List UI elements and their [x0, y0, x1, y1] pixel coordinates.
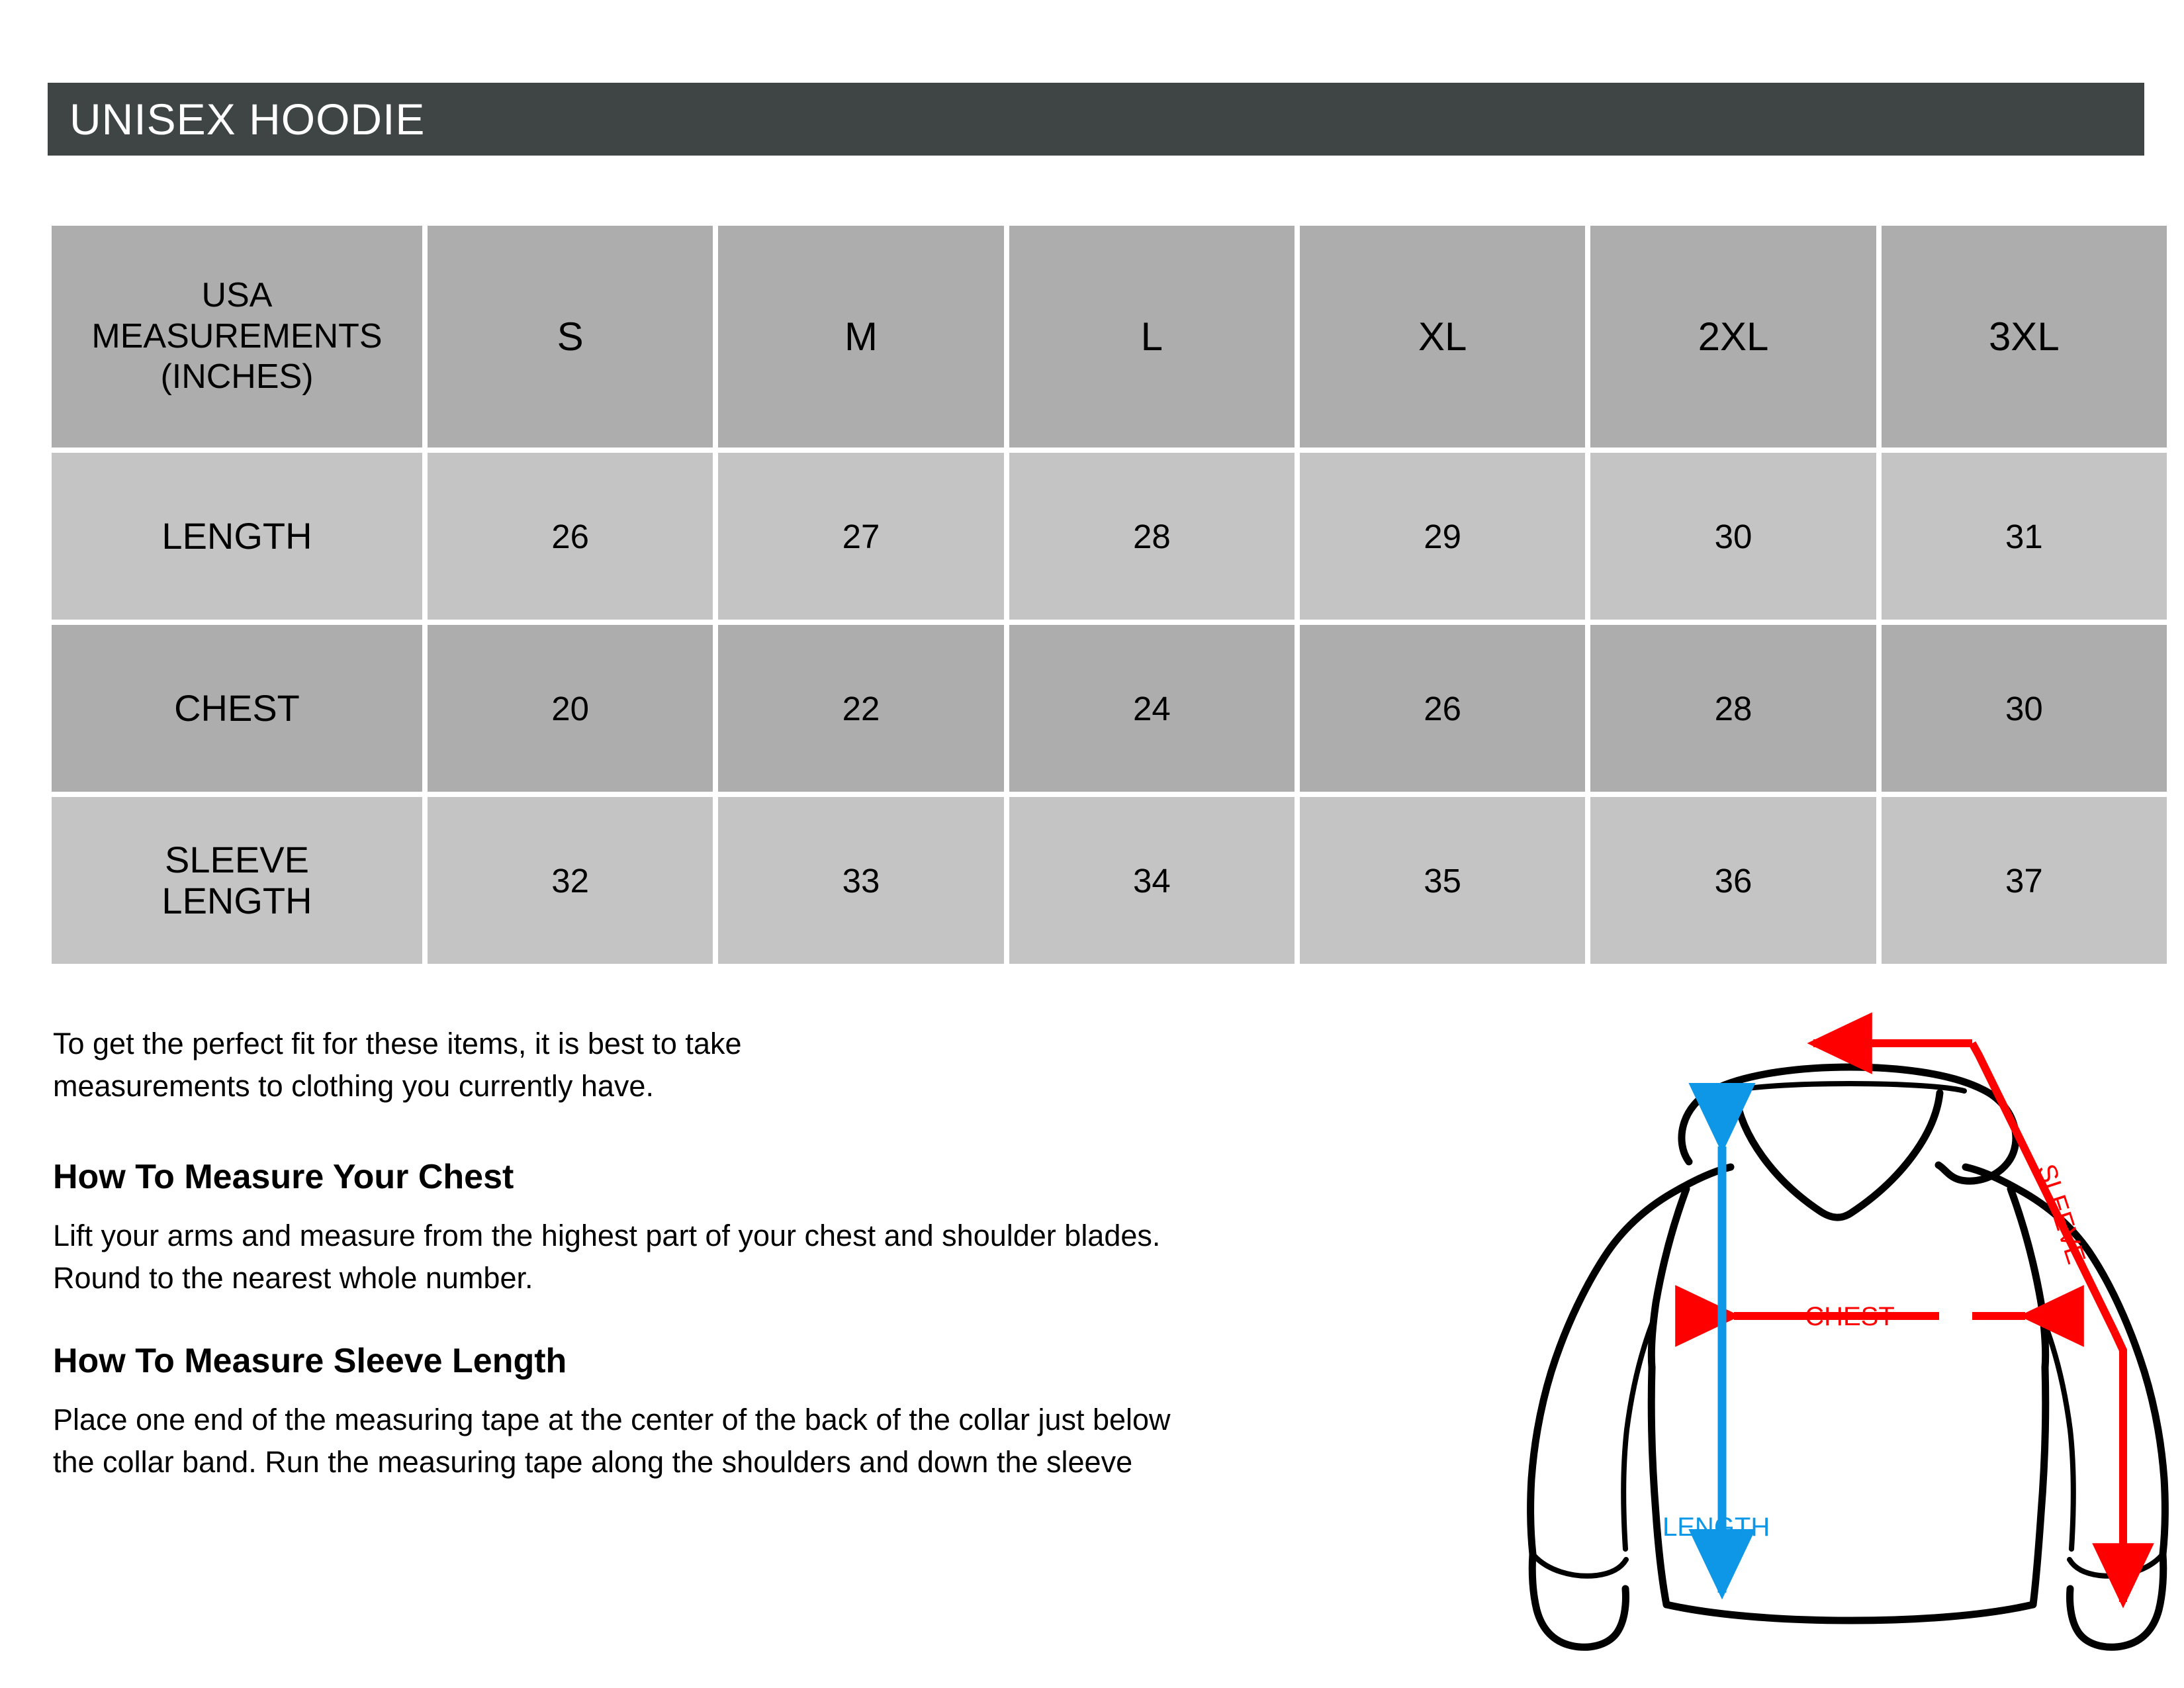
spacer	[53, 1197, 1519, 1215]
sleeve-section-heading: How To Measure Sleeve Length	[53, 1341, 567, 1380]
cell-sleeve-m: 33	[718, 797, 1004, 964]
cell-length-3xl: 31	[1881, 453, 2167, 620]
cell-length-2xl: 30	[1590, 453, 1876, 620]
length-measurement-arrow: LENGTH	[1662, 1082, 1770, 1600]
table-row-length: LENGTH 26 27 28 29 30 31	[52, 453, 2167, 620]
table-row-chest: CHEST 20 22 24 26 28 30	[52, 625, 2167, 792]
cell-chest-l: 24	[1009, 625, 1295, 792]
sleeve-label: SLEEVE	[2031, 1160, 2091, 1268]
cell-sleeve-s: 32	[428, 797, 713, 964]
cell-chest-3xl: 30	[1881, 625, 2167, 792]
cell-chest-s: 20	[428, 625, 713, 792]
header-size-s: S	[428, 226, 713, 447]
hoodie-outline-icon	[1527, 1063, 2169, 1651]
cell-chest-m: 22	[718, 625, 1004, 792]
header-size-l: L	[1009, 226, 1295, 447]
cell-length-s: 26	[428, 453, 713, 620]
row-label-chest: CHEST	[52, 625, 422, 792]
hoodie-measurement-diagram: CHEST LENGTH SLEEVE	[1516, 1006, 2184, 1688]
cell-length-l: 28	[1009, 453, 1295, 620]
instructions-section: To get the perfect fit for these items, …	[53, 1023, 1519, 1483]
sleeve-section-body: Place one end of the measuring tape at t…	[53, 1403, 1171, 1479]
cell-length-xl: 29	[1299, 453, 1586, 620]
chest-section-heading: How To Measure Your Chest	[53, 1157, 514, 1196]
cell-chest-2xl: 28	[1590, 625, 1876, 792]
intro-paragraph: To get the perfect fit for these items, …	[53, 1027, 742, 1103]
page-title: UNISEX HOODIE	[69, 95, 426, 144]
spacer	[53, 1382, 1519, 1399]
cell-sleeve-3xl: 37	[1881, 797, 2167, 964]
chest-section-body: Lift your arms and measure from the high…	[53, 1219, 1161, 1295]
header-size-3xl: 3XL	[1881, 226, 2167, 447]
cell-sleeve-l: 34	[1009, 797, 1295, 964]
length-label: LENGTH	[1662, 1513, 1770, 1542]
page-title-bar: UNISEX HOODIE	[48, 83, 2144, 156]
header-size-2xl: 2XL	[1590, 226, 1876, 447]
header-size-xl: XL	[1299, 226, 1586, 447]
cell-length-m: 27	[718, 453, 1004, 620]
spacer	[53, 1299, 1519, 1340]
row-label-length: LENGTH	[52, 453, 422, 620]
chest-label: CHEST	[1805, 1302, 1895, 1331]
cell-chest-xl: 26	[1299, 625, 1586, 792]
cell-sleeve-2xl: 36	[1590, 797, 1876, 964]
chest-measurement-arrow: CHEST	[1675, 1285, 2084, 1347]
spacer	[53, 1107, 1519, 1156]
header-size-m: M	[718, 226, 1004, 447]
cell-sleeve-xl: 35	[1299, 797, 1586, 964]
